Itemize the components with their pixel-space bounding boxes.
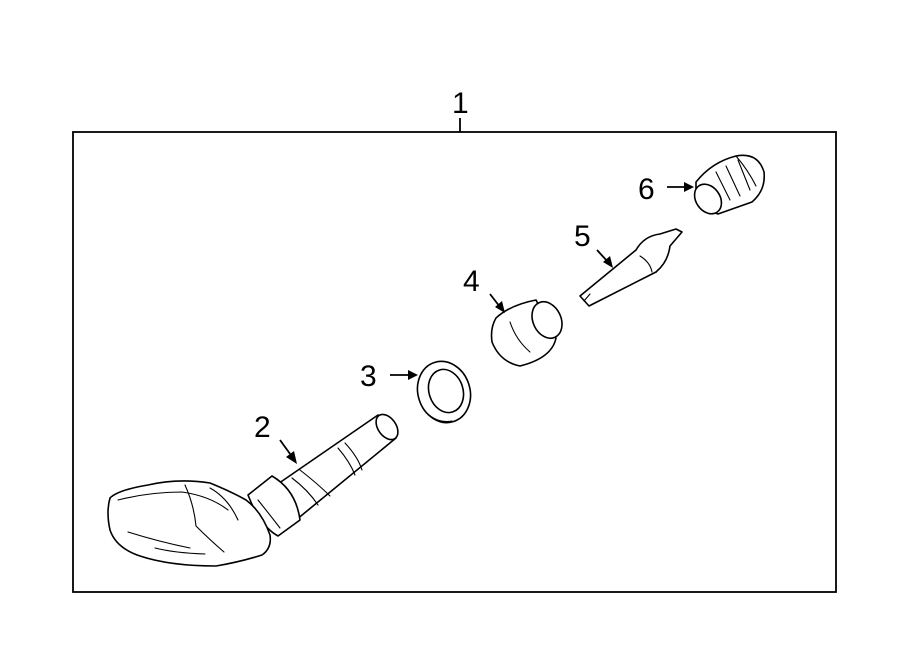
valve-core-icon[interactable] bbox=[579, 228, 683, 307]
callout-1[interactable]: 1 bbox=[452, 87, 469, 120]
callout-6-arrowhead bbox=[684, 182, 694, 192]
callout-5-arrowhead bbox=[603, 256, 613, 268]
callout-5[interactable]: 5 bbox=[574, 220, 591, 253]
callout-6[interactable]: 6 bbox=[638, 173, 655, 206]
tpms-sensor-valve-stem-icon[interactable] bbox=[107, 410, 402, 567]
valve-nut-icon[interactable] bbox=[490, 297, 568, 367]
valve-cap-icon[interactable] bbox=[689, 154, 766, 219]
callout-2[interactable]: 2 bbox=[254, 411, 271, 444]
assembly-frame bbox=[72, 131, 837, 593]
grommet-washer-icon[interactable] bbox=[410, 354, 479, 429]
callout-4[interactable]: 4 bbox=[463, 265, 480, 298]
callout-3-arrowhead bbox=[408, 370, 418, 380]
callout-2-arrowhead bbox=[286, 451, 297, 464]
callout-3[interactable]: 3 bbox=[360, 360, 377, 393]
callout-4-arrowhead bbox=[495, 301, 505, 313]
